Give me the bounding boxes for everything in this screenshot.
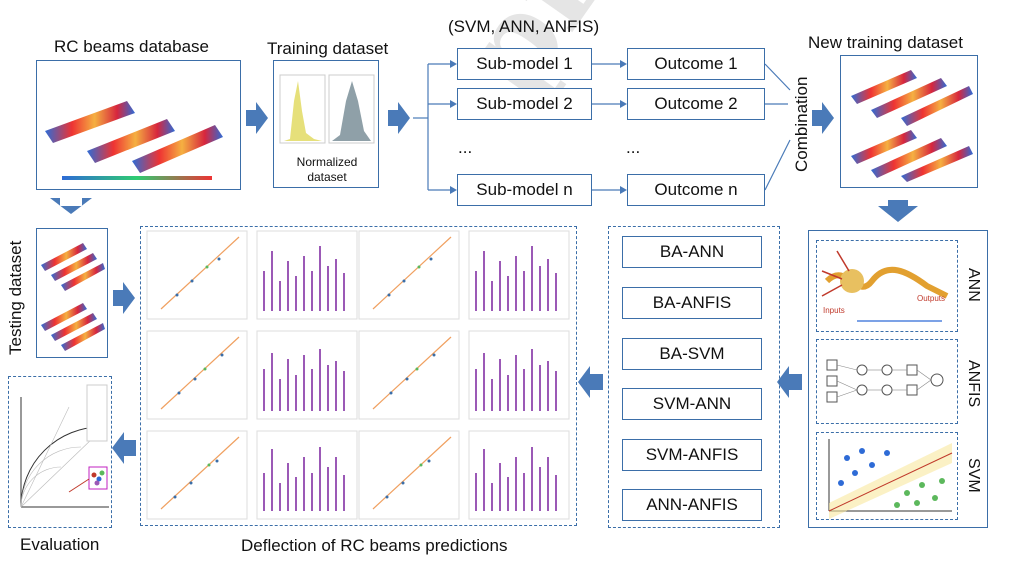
training-frame: Normalized dataset	[273, 60, 379, 188]
svm-panel	[816, 432, 958, 520]
submodel-ellipsis: ...	[458, 138, 473, 157]
arrow-testing-to-pred	[113, 282, 135, 314]
hybrid-ba-svm: BA-SVM	[622, 338, 762, 370]
training-title: Training dataset	[267, 39, 389, 58]
rc-db-frame	[36, 60, 241, 190]
new-training-title: New training dataset	[808, 33, 963, 52]
testing-beams-image	[41, 243, 105, 351]
arrow-db-down	[50, 198, 92, 214]
testing-title: Testing dataset	[6, 240, 25, 355]
predictions-frame	[140, 226, 577, 526]
svg-text:Outputs: Outputs	[917, 294, 945, 303]
rc-db-title: RC beams database	[54, 37, 209, 56]
testing-frame	[36, 228, 108, 358]
model-label-ann: ANN	[965, 268, 982, 302]
evaluation-frame	[8, 376, 112, 528]
arrow-hybrids-to-pred	[578, 366, 603, 398]
hybrid-ba-anfis: BA-ANFIS	[622, 287, 762, 319]
arrow-new-down	[878, 200, 918, 222]
outcome-2-box: Outcome 2	[627, 88, 765, 120]
neuron-image: Inputs Outputs	[821, 250, 949, 322]
evaluation-title: Evaluation	[20, 535, 100, 554]
arrow-db-to-training	[246, 102, 268, 134]
arrow-to-new-training	[812, 102, 834, 134]
methods-title: (SVM, ANN, ANFIS)	[448, 17, 600, 36]
hybrid-svm-ann: SVM-ANN	[622, 388, 762, 420]
hybrids-frame	[608, 226, 780, 528]
predictions-title: Deflection of RC beams predictions	[241, 536, 508, 555]
outcome-1-box: Outcome 1	[627, 48, 765, 80]
outcome-ellipsis: ...	[626, 138, 641, 157]
combination-label: Combination	[792, 76, 811, 172]
new-training-frame	[840, 55, 978, 188]
model-label-anfis: ANFIS	[965, 360, 982, 408]
normalized-label: Normalized dataset	[296, 155, 358, 184]
svm-plot-image	[828, 439, 953, 519]
hybrid-ba-ann: BA-ANN	[622, 236, 762, 268]
submodel-2-box: Sub-model 2	[457, 88, 592, 120]
histograms-image	[279, 74, 375, 144]
ann-panel: Inputs Outputs	[816, 240, 958, 332]
hybrid-svm-anfis: SVM-ANFIS	[622, 439, 762, 471]
taylor-diagram	[20, 384, 109, 508]
anfis-network-image	[826, 359, 944, 403]
hybrid-ann-anfis: ANN-ANFIS	[622, 489, 762, 521]
outcome-n-box: Outcome n	[627, 174, 765, 206]
submodel-1-box: Sub-model 1	[457, 48, 592, 80]
anfis-panel	[816, 339, 958, 424]
new-beams-image	[851, 70, 973, 182]
submodel-n-box: Sub-model n	[457, 174, 592, 206]
predictions-plots	[146, 230, 570, 520]
rc-beams-image	[45, 101, 223, 180]
arrow-models-to-hybrids	[777, 366, 802, 398]
arrow-training-to-sub	[388, 102, 410, 134]
svg-text:Inputs: Inputs	[823, 306, 845, 315]
arrow-pred-to-eval	[112, 432, 136, 464]
model-label-svm: SVM	[965, 458, 982, 493]
